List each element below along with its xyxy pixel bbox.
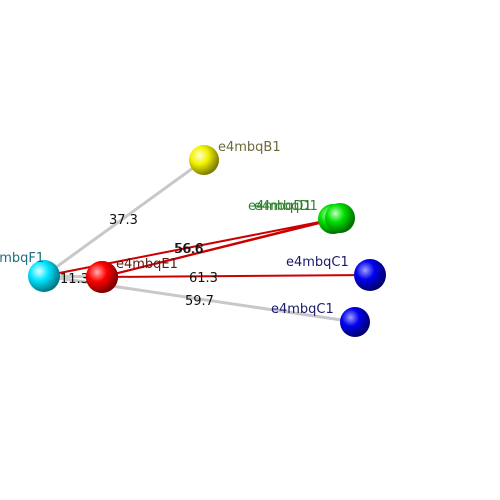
distance-f1-b1: 37.3: [109, 213, 138, 228]
bond-f1-b1: [43, 158, 205, 278]
distance-f1-c1: 59.7: [185, 294, 214, 309]
atom-label-b1: e4mbqB1: [218, 140, 281, 155]
atom-d1b-green[interactable]: [325, 203, 355, 233]
atom-e1-overlay: [86, 261, 118, 293]
atom-c1a-blue[interactable]: [354, 259, 386, 291]
distance-e1-c1: 61.3: [189, 271, 218, 286]
atom-b1-yellow[interactable]: [189, 145, 219, 175]
distance-e1-d1a: 56.6: [174, 242, 203, 257]
atom-f1-cyan[interactable]: [28, 260, 60, 292]
atom-c1b-blue[interactable]: [340, 307, 370, 337]
atom-labels: e4mbqB1 e4mbqD1 e4mbqD1 e4mbqC1 e4mbqC1 …: [0, 140, 349, 317]
atom-label-c1b: e4mbqC1: [271, 302, 334, 317]
atom-label-d1b: e4mbqD1: [254, 199, 318, 214]
atom-label-c1a: e4mbqC1: [286, 255, 349, 270]
distance-e1-d1b: 56.8: [175, 242, 204, 257]
bond-e1-d1b: [101, 217, 341, 278]
bond-e1-c1a: [101, 274, 371, 278]
atom-label-f1: e4mbqF1: [0, 251, 44, 266]
atom-label-d1a: e4mbqD1: [248, 199, 312, 214]
distance-f1-e1: 11.3: [60, 272, 89, 287]
distance-labels: 37.3 56.6 56.8 61.3 59.7: [109, 213, 218, 309]
atom-label-e1: e4mbqE1: [116, 257, 178, 272]
